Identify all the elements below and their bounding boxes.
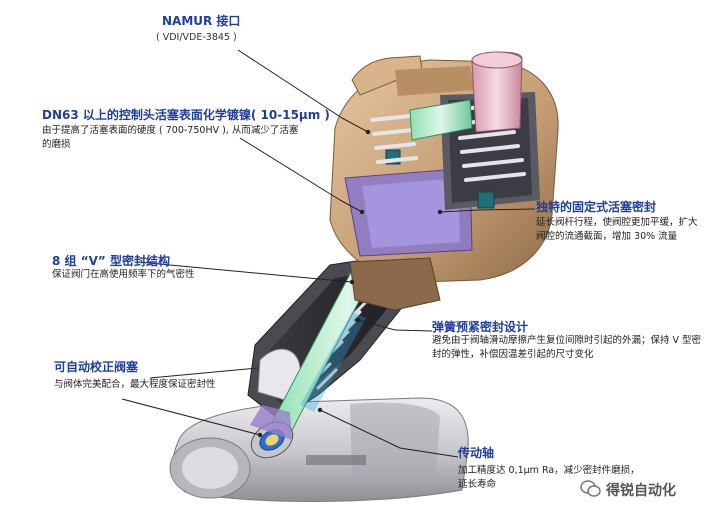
label-selfalign-desc: 与阀体完美配合，最大程度保证密封性 [54, 379, 216, 390]
indicator-shaft [409, 51, 523, 141]
label-vseal-title: 8 组 “V” 型密封结构 [52, 254, 170, 268]
label-namur-title: NAMUR 接口 [162, 14, 241, 28]
label-shaft-title: 传动轴 [458, 446, 495, 460]
actuator-head [329, 55, 559, 283]
label-pistonseal-desc: 延长阀杆行程，使阀腔更加平缓，扩大阀腔的流通截面，增加 30% 流量 [536, 217, 698, 242]
actuator-base [349, 257, 441, 311]
valve-plug [250, 405, 294, 459]
leader-lines [121, 49, 536, 458]
wechat-icon [580, 480, 601, 497]
label-selfalign-title: 可自动校正阀塞 [54, 360, 139, 374]
label-coating-desc: 由于提高了活塞表面的硬度 ( 700-750HV ), 从而减少了活塞的磨损 [42, 125, 299, 150]
leader-dots [257, 129, 443, 438]
label-shaft-desc: 加工精度达 0,1μm Ra，减少密封件磨损，延长寿命 [458, 465, 640, 490]
watermark-text: 得锐自动化 [606, 483, 676, 499]
label-vseal-desc: 保证阀门在高使用频率下的气密性 [52, 269, 195, 280]
label-coating-title: DN63 以上的控制头活塞表面化学镀镍( 10-15μm ) [42, 108, 330, 122]
label-springseal-title: 弹簧预紧密封设计 [432, 320, 529, 334]
label-pistonseal-title: 独特的固定式活塞密封 [536, 200, 657, 214]
valve-body [169, 397, 469, 503]
label-namur-sub: ( VDI/VDE-3845 ) [156, 32, 237, 43]
label-springseal-desc: 避免由于阀轴滑动摩擦产生复位间隙时引起的外漏；保持 V 型密封的弹性，补偿因温差… [432, 335, 702, 360]
